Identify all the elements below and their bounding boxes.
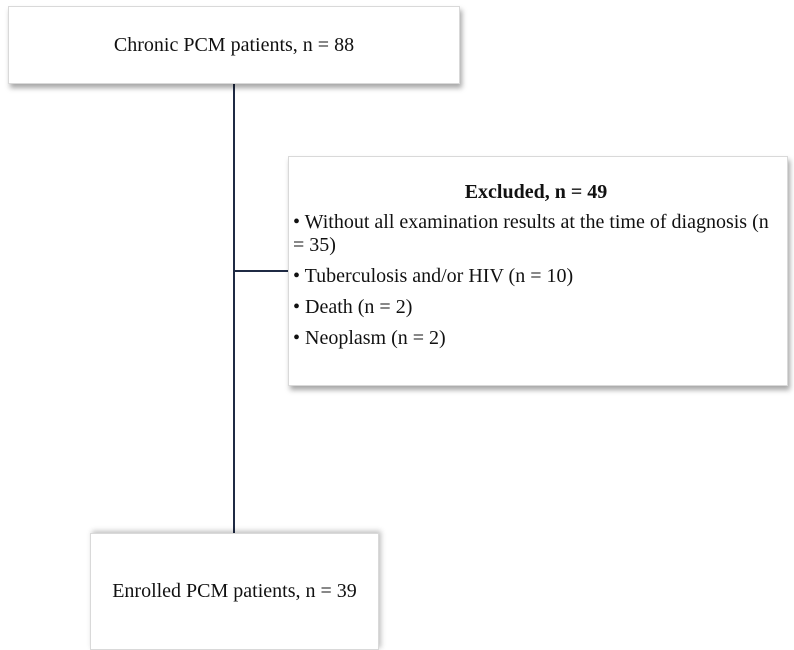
excluded-box: Excluded, n = 49 • Without all examinati… [288,156,788,386]
excluded-item: • Neoplasm (n = 2) [293,327,446,349]
start-box: Chronic PCM patients, n = 88 [8,6,460,84]
excluded-box-title: Excluded, n = 49 [464,181,608,203]
excluded-item: • Tuberculosis and/or HIV (n = 10) [293,265,574,287]
excluded-item: • Without all examination results at the… [293,211,769,256]
end-box: Enrolled PCM patients, n = 39 [90,533,379,650]
end-box-label: Enrolled PCM patients, n = 39 [112,580,357,602]
start-box-label: Chronic PCM patients, n = 88 [113,33,355,56]
excluded-item: • Death (n = 2) [293,296,413,318]
